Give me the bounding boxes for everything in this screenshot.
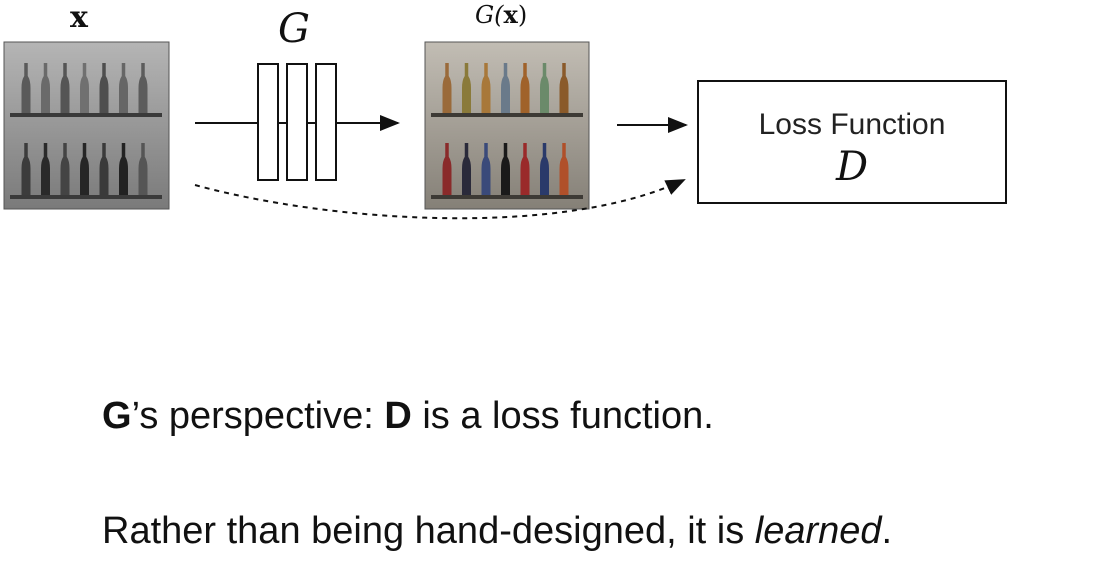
caption-2-period: . (881, 510, 893, 552)
generator-layer-2 (286, 63, 308, 181)
loss-function-box: Loss Function D (697, 80, 1007, 204)
caption-2-learned: learned (754, 510, 882, 552)
output-image (424, 41, 590, 210)
generator-network (257, 63, 337, 181)
caption-1-d: D (384, 395, 412, 437)
caption-line-2: Rather than being hand-designed, it is l… (102, 510, 892, 553)
bottle-bottom-6 (119, 143, 128, 195)
bottle-bottom-7 (138, 143, 148, 195)
bottle-bottom-7 (559, 143, 569, 195)
bottle-top-4 (501, 63, 510, 113)
bottle-top-4 (80, 63, 89, 113)
bottle-top-5 (99, 63, 109, 113)
bottle-bottom-5 (520, 143, 530, 195)
bottle-top-7 (559, 63, 569, 113)
bottle-top-7 (138, 63, 148, 113)
output-label-var: x (503, 0, 518, 29)
generator-layer-3 (315, 63, 337, 181)
loss-function-symbol: D (835, 144, 869, 190)
bottle-top-5 (520, 63, 530, 113)
caption-1-g: G (102, 395, 132, 437)
bottle-bottom-4 (501, 143, 510, 195)
loss-function-label: Loss Function (758, 108, 946, 141)
bottle-top-6 (119, 63, 128, 113)
input-label: x (70, 0, 88, 35)
bottle-top-2 (41, 63, 50, 113)
bottle-bottom-6 (540, 143, 549, 195)
caption-1-text-b: is a loss function. (411, 395, 714, 437)
bottle-top-6 (540, 63, 549, 113)
generator-label: G (278, 6, 310, 52)
bottle-bottom-3 (481, 143, 491, 195)
bottle-bottom-2 (41, 143, 50, 195)
bottle-bottom-1 (21, 143, 31, 195)
bottle-bottom-3 (60, 143, 70, 195)
bottle-bottom-4 (80, 143, 89, 195)
output-label: G(x) (475, 0, 527, 30)
generator-layer-1 (257, 63, 279, 181)
input-to-loss-dashed-arrow (194, 179, 686, 220)
bottle-bottom-2 (462, 143, 471, 195)
input-image (3, 41, 170, 210)
output-label-close: ) (517, 1, 528, 29)
caption-line-1: G’s perspective: D is a loss function. (102, 395, 714, 438)
bottle-bottom-5 (99, 143, 109, 195)
bottle-top-2 (462, 63, 471, 113)
bottle-bottom-1 (442, 143, 452, 195)
bottle-top-1 (21, 63, 31, 113)
caption-1-text-a: ’s perspective: (131, 395, 385, 437)
output-label-fn: G( (475, 1, 504, 29)
bottle-top-3 (60, 63, 70, 113)
bottle-top-1 (442, 63, 452, 113)
caption-2-text-a: Rather than being hand-designed, it is (102, 510, 755, 552)
bottle-top-3 (481, 63, 491, 113)
